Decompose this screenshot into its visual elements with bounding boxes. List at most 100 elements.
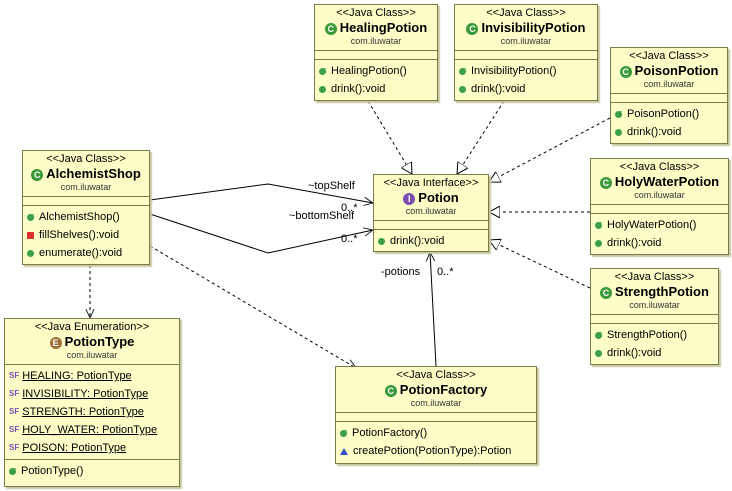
poison-realizes-potion bbox=[489, 117, 611, 182]
enum-constant: HEALING: PotionType bbox=[22, 370, 132, 382]
stereotype: <<Java Class>> bbox=[619, 161, 700, 173]
public-method-icon bbox=[595, 239, 602, 247]
static-final-icon: SF bbox=[9, 407, 20, 416]
constructor-icon bbox=[27, 208, 35, 226]
class-icon: C bbox=[600, 286, 613, 299]
package-name: com.iluwatar bbox=[60, 182, 112, 192]
package-name: com.iluwatar bbox=[629, 300, 680, 310]
methods-section: HealingPotion() drink():void bbox=[315, 60, 437, 100]
package-name: com.iluwatar bbox=[350, 36, 402, 46]
protected-method-icon bbox=[340, 447, 348, 455]
methods-section: drink():void bbox=[374, 230, 488, 252]
method: fillShelves():void bbox=[39, 229, 120, 241]
enum-constant: POISON: PotionType bbox=[22, 442, 127, 454]
healing-realizes-potion bbox=[367, 100, 412, 174]
bottom-shelf-multiplicity: 0..* bbox=[341, 233, 358, 245]
enum-constant: INVISIBILITY: PotionType bbox=[22, 388, 149, 400]
public-method-icon bbox=[595, 349, 602, 357]
class-name: HolyWaterPotion bbox=[614, 174, 720, 189]
class-name: AlchemistShop bbox=[46, 166, 141, 181]
constructor-icon bbox=[459, 62, 467, 80]
class-name: Potion bbox=[418, 190, 459, 205]
interface-icon: I bbox=[403, 192, 416, 205]
stereotype: <<Java Class>> bbox=[46, 153, 126, 165]
stereotype: <<Java Enumeration>> bbox=[34, 321, 150, 333]
attributes-section bbox=[591, 315, 718, 324]
public-method-icon bbox=[319, 85, 326, 93]
class-name: PoisonPotion bbox=[634, 63, 719, 78]
method: enumerate():void bbox=[39, 247, 123, 259]
methods-section: HolyWaterPotion() drink():void bbox=[591, 214, 728, 254]
alchemist-depends-factory bbox=[149, 245, 356, 368]
bottom-shelf-association bbox=[149, 213, 373, 254]
stereotype: <<Java Class>> bbox=[396, 369, 476, 381]
method: drink():void bbox=[607, 237, 662, 249]
public-method-icon bbox=[459, 85, 466, 93]
class-name: PotionType bbox=[64, 334, 135, 349]
invisibility-realizes-potion bbox=[457, 100, 505, 174]
stereotype: <<Java Class>> bbox=[486, 7, 566, 19]
stereotype: <<Java Interface>> bbox=[383, 177, 479, 189]
top-shelf-association bbox=[149, 183, 373, 203]
method: StrengthPotion() bbox=[607, 329, 688, 341]
class-icon: C bbox=[599, 176, 612, 189]
class-name: PotionFactory bbox=[399, 382, 488, 397]
stereotype: <<Java Class>> bbox=[614, 271, 695, 283]
top-shelf-multiplicity: 0..* bbox=[341, 202, 358, 214]
method: drink():void bbox=[627, 126, 682, 138]
package-name: com.iluwatar bbox=[410, 398, 462, 408]
attributes-section bbox=[374, 221, 488, 230]
attributes-section bbox=[455, 51, 597, 60]
methods-section: PoisonPotion() drink():void bbox=[611, 103, 727, 143]
constructor-icon bbox=[615, 105, 623, 123]
static-final-icon: SF bbox=[9, 371, 20, 380]
method: drink():void bbox=[390, 235, 445, 247]
package-name: com.iluwatar bbox=[634, 190, 685, 200]
attributes-section bbox=[611, 94, 727, 103]
attributes-section bbox=[23, 197, 149, 206]
enum-icon: E bbox=[49, 336, 62, 349]
package-name: com.iluwatar bbox=[643, 79, 695, 89]
method: PotionType() bbox=[21, 465, 84, 477]
constructor-icon bbox=[595, 326, 603, 344]
potions-association bbox=[430, 252, 437, 367]
enum-constant: STRENGTH: PotionType bbox=[22, 406, 144, 418]
method: drink():void bbox=[331, 83, 386, 95]
method: HealingPotion() bbox=[331, 65, 407, 77]
bottom-shelf-role: ~bottomShelf bbox=[289, 210, 355, 222]
class-icon: C bbox=[619, 65, 632, 78]
potions-multiplicity: 0..* bbox=[437, 266, 454, 278]
constructor-icon bbox=[340, 424, 348, 442]
constructor-icon bbox=[319, 62, 327, 80]
class-icon: C bbox=[31, 168, 44, 181]
private-method-icon bbox=[27, 231, 34, 239]
methods-section: InvisibilityPotion() drink():void bbox=[455, 60, 597, 100]
methods-section: AlchemistShop() fillShelves():void enume… bbox=[23, 206, 149, 264]
static-final-icon: SF bbox=[9, 389, 20, 398]
attributes-section bbox=[315, 51, 437, 60]
top-shelf-role: ~topShelf bbox=[308, 180, 355, 192]
public-method-icon bbox=[615, 128, 622, 136]
package-name: com.iluwatar bbox=[66, 350, 118, 360]
method: drink():void bbox=[471, 83, 526, 95]
attributes-section bbox=[336, 413, 536, 422]
potions-role: -potions bbox=[381, 266, 421, 278]
